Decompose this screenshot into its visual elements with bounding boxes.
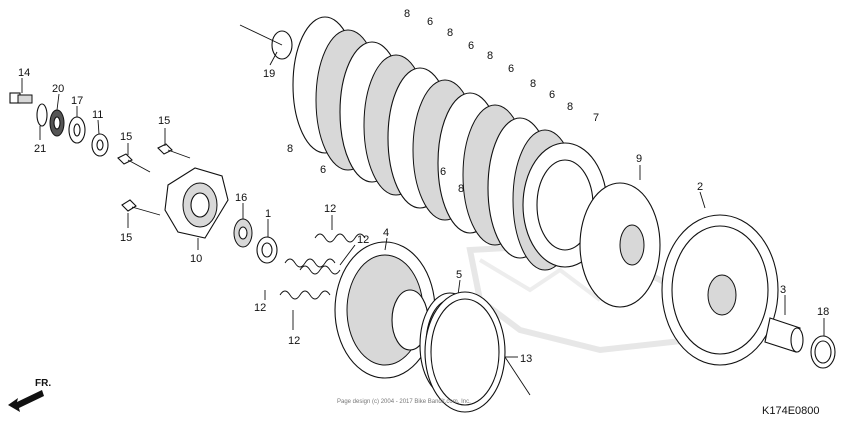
callout-8-b[interactable]: 8	[404, 8, 410, 20]
washer-1[interactable]	[256, 219, 278, 264]
bolt-15-bottom[interactable]	[121, 199, 161, 228]
clutch-plate-stack[interactable]	[292, 16, 608, 271]
callout-16[interactable]: 16	[235, 192, 247, 204]
callout-15-b[interactable]: 15	[120, 131, 132, 143]
callout-12-c[interactable]: 12	[254, 302, 266, 314]
clutch-center-9[interactable]	[579, 165, 661, 308]
spring-12-mid[interactable]	[284, 258, 336, 268]
callout-19[interactable]: 19	[263, 68, 275, 80]
lock-nut-16[interactable]	[233, 203, 253, 248]
callout-12-d[interactable]: 12	[288, 335, 300, 347]
callout-6-c[interactable]: 6	[468, 40, 474, 52]
callout-20[interactable]: 20	[52, 83, 64, 95]
callout-11[interactable]: 11	[92, 109, 103, 121]
washer-18[interactable]	[810, 318, 836, 369]
callout-17[interactable]: 17	[71, 95, 83, 107]
callout-6-b[interactable]: 6	[427, 16, 433, 28]
callout-8-g[interactable]: 8	[458, 183, 464, 195]
lifter-plate-10[interactable]	[164, 167, 229, 250]
bolt-14[interactable]	[9, 78, 33, 104]
callout-12-a[interactable]: 12	[324, 203, 336, 215]
diagram-code: K174E0800	[762, 405, 820, 417]
washer-11[interactable]	[91, 119, 109, 157]
bolt-15-top[interactable]	[157, 128, 191, 159]
pressure-plate-4[interactable]	[334, 237, 436, 379]
callout-6-a[interactable]: 6	[320, 164, 326, 176]
spring-12-bottom[interactable]	[279, 290, 331, 330]
callout-8-d[interactable]: 8	[487, 50, 493, 62]
callout-6-e[interactable]: 6	[549, 89, 555, 101]
collar-3[interactable]	[764, 295, 804, 353]
callout-7[interactable]: 7	[593, 112, 599, 124]
callout-8-e[interactable]: 8	[530, 78, 536, 90]
callout-9[interactable]: 9	[636, 153, 642, 165]
bolt-15-mid[interactable]	[117, 143, 151, 173]
callout-18[interactable]: 18	[817, 306, 829, 318]
front-arrow: FR.	[8, 378, 51, 412]
washer-17[interactable]	[68, 106, 86, 144]
callout-8-c[interactable]: 8	[447, 27, 453, 39]
callout-12-b[interactable]: 12	[357, 234, 369, 246]
bearing-20[interactable]	[49, 93, 65, 137]
callout-1[interactable]: 1	[265, 208, 271, 220]
callout-15-c[interactable]: 15	[120, 232, 132, 244]
plate-19[interactable]	[239, 24, 293, 66]
callout-14[interactable]: 14	[18, 67, 30, 79]
callout-13[interactable]: 13	[520, 353, 532, 365]
callout-21[interactable]: 21	[34, 143, 46, 155]
spring-12-mid2[interactable]	[299, 244, 356, 275]
ring-13[interactable]	[424, 291, 531, 413]
callout-2[interactable]: 2	[697, 181, 703, 193]
outer-clutch-2[interactable]	[661, 191, 779, 366]
callout-5[interactable]: 5	[456, 269, 462, 281]
ring-21[interactable]	[36, 103, 48, 140]
front-label: FR.	[35, 378, 51, 389]
callout-10[interactable]: 10	[190, 253, 202, 265]
callout-8-f[interactable]: 8	[567, 101, 573, 113]
spring-12-top[interactable]	[314, 215, 366, 243]
callout-4[interactable]: 4	[383, 227, 389, 239]
copyright-text: Page design (c) 2004 - 2017 Bike Bandit.…	[337, 399, 471, 405]
callout-8-a[interactable]: 8	[287, 143, 293, 155]
callout-15-a[interactable]: 15	[158, 115, 170, 127]
callout-6-f[interactable]: 6	[440, 166, 446, 178]
callout-3[interactable]: 3	[780, 284, 786, 296]
callout-6-d[interactable]: 6	[508, 63, 514, 75]
